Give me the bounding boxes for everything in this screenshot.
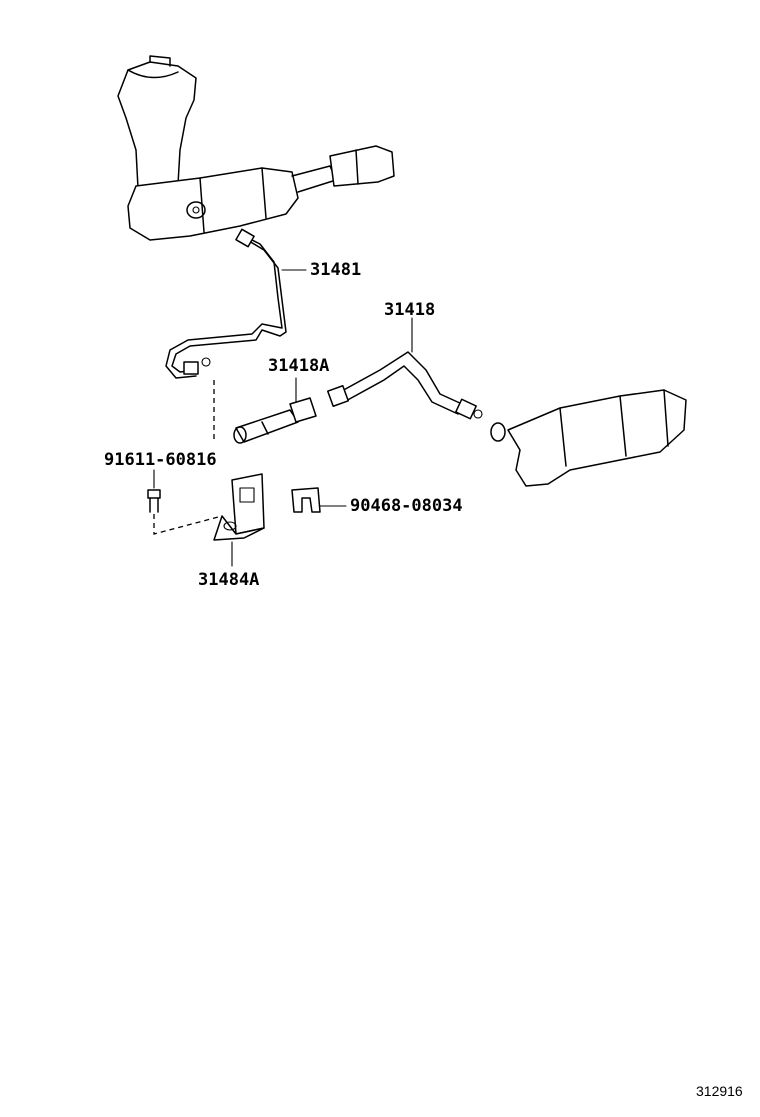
bolt-91611-60816	[147, 489, 223, 535]
part-label-31418a: 31418A	[268, 356, 330, 376]
flexible-hose-31418	[326, 351, 483, 420]
part-label-90468-08034: 90468-08034	[350, 496, 463, 516]
part-label-91611-60816: 91611-60816	[104, 450, 217, 470]
clutch-master-cylinder	[117, 55, 395, 241]
part-label-31484a: 31484A	[198, 570, 260, 590]
leader-lines	[153, 269, 413, 567]
figure-number: 312916	[696, 1083, 743, 1099]
clutch-release-cylinder	[490, 389, 687, 487]
part-label-31481: 31481	[310, 260, 362, 280]
union-31418a	[233, 397, 317, 444]
bracket-31484a	[213, 473, 265, 541]
part-label-31418: 31418	[384, 300, 436, 320]
clip-90468-08034	[291, 487, 321, 513]
clutch-tube-31481	[165, 228, 287, 379]
